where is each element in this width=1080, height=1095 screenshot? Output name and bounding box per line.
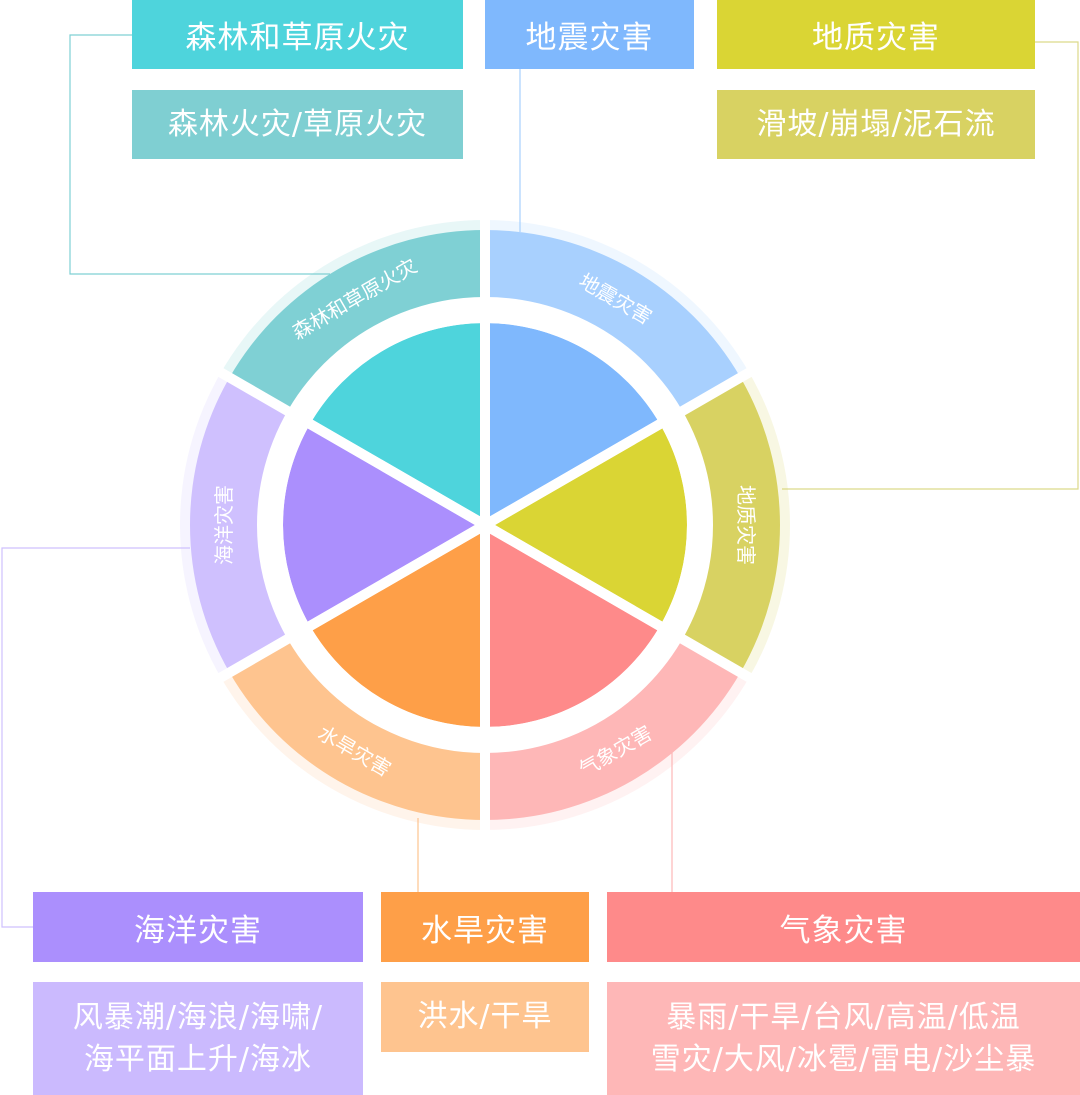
forest-inner-sector bbox=[310, 323, 485, 525]
ocean-detail-line-1: 风暴潮/海浪/海啸/ bbox=[72, 999, 324, 1035]
ring-gap bbox=[257, 297, 713, 753]
weather-detail-box: 暴雨/干旱/台风/高温/低温 雪灾/大风/冰雹/雷电/沙尘暴 bbox=[607, 982, 1080, 1095]
weather-ring-segment bbox=[485, 638, 741, 820]
geo-detail-box: 滑坡/崩塌/泥石流 bbox=[717, 90, 1035, 159]
geo-inner-sector bbox=[485, 424, 687, 626]
quake-inner-sector bbox=[485, 323, 660, 525]
inner-separator bbox=[482, 418, 665, 530]
forest-detail-line: 森林火灾/草原火灾 bbox=[167, 106, 428, 142]
weather-title-box: 气象灾害 bbox=[607, 892, 1080, 962]
forest-detail-box: 森林火灾/草原火灾 bbox=[132, 90, 463, 159]
ocean-detail-box: 风暴潮/海浪/海啸/ 海平面上升/海冰 bbox=[33, 982, 363, 1095]
flood-ring-segment bbox=[229, 638, 485, 820]
connector-ocean bbox=[1, 547, 190, 928]
weather-detail-line-1: 暴雨/干旱/台风/高温/低温 bbox=[666, 999, 1021, 1035]
ocean-title: 海洋灾害 bbox=[134, 912, 262, 949]
flood-title-box: 水旱灾害 bbox=[381, 892, 589, 962]
geo-title: 地质灾害 bbox=[812, 20, 940, 56]
ocean-ring-label: 海洋灾害 bbox=[212, 485, 236, 565]
inner-separator bbox=[305, 418, 488, 530]
ocean-ring-segment bbox=[190, 377, 289, 673]
forest-ring-segment bbox=[229, 230, 485, 412]
flood-inner-sector bbox=[310, 525, 485, 727]
quake-title: 地震灾害 bbox=[525, 20, 654, 56]
ocean-title-box: 海洋灾害 bbox=[33, 892, 363, 962]
connector-geo bbox=[782, 41, 1079, 490]
geo-detail-line: 滑坡/崩塌/泥石流 bbox=[756, 106, 996, 142]
forest-title-box: 森林和草原火灾 bbox=[132, 0, 463, 69]
weather-detail-line-2: 雪灾/大风/冰雹/雷电/沙尘暴 bbox=[650, 1041, 1037, 1077]
connector-forest bbox=[69, 34, 330, 275]
geo-ring-label: 地质灾害 bbox=[734, 485, 758, 565]
inner-separator bbox=[305, 520, 488, 632]
flood-detail-line: 洪水/干旱 bbox=[417, 999, 553, 1034]
weather-inner-sector bbox=[485, 525, 660, 727]
flood-detail-box: 洪水/干旱 bbox=[381, 982, 589, 1052]
geo-ring-segment bbox=[681, 377, 780, 673]
quake-ring-segment bbox=[485, 230, 741, 412]
forest-title: 森林和草原火灾 bbox=[185, 20, 410, 56]
quake-title-box: 地震灾害 bbox=[485, 0, 694, 69]
geo-title-box: 地质灾害 bbox=[717, 0, 1035, 69]
flood-title: 水旱灾害 bbox=[421, 912, 549, 949]
ocean-inner-sector bbox=[283, 424, 485, 626]
ocean-detail-line-2: 海平面上升/海冰 bbox=[83, 1041, 313, 1077]
inner-separator bbox=[482, 520, 665, 632]
weather-title: 气象灾害 bbox=[779, 912, 908, 949]
